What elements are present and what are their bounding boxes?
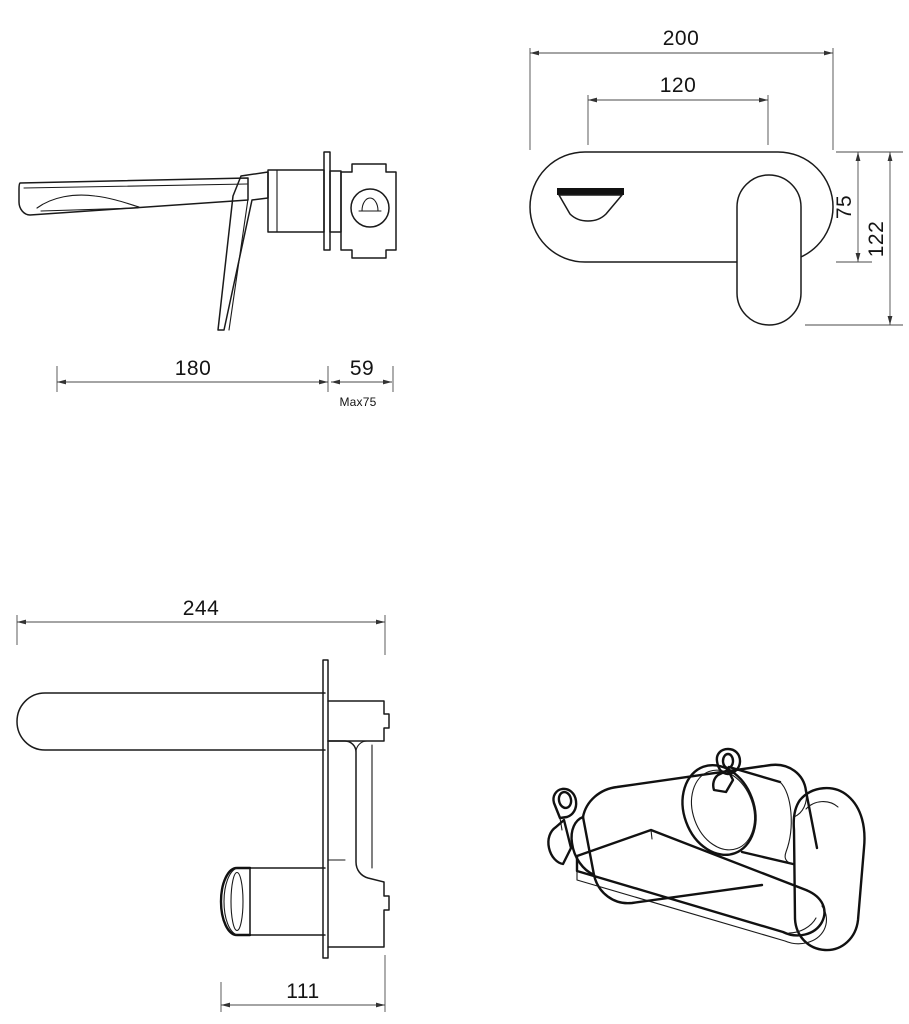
- dim-label-max75: Max75: [339, 395, 376, 409]
- view-side-elevation: [18, 151, 397, 331]
- plan-valve-body: [327, 700, 390, 948]
- dim-outlet-to-handle: 120: [587, 74, 769, 145]
- view-top-plan: [16, 659, 390, 959]
- side-valve-body: [340, 163, 397, 259]
- dim-wall-depth: 59: [331, 357, 392, 385]
- plan-handle: [219, 866, 326, 937]
- side-spout-riser: [217, 171, 269, 331]
- dim-spout-projection: 180: [57, 357, 328, 385]
- view-isometric: [547, 747, 866, 952]
- dimgroup-front-elevation: 200 120 75 122: [529, 27, 903, 326]
- side-wall-plate: [323, 151, 331, 251]
- dim-label-122: 122: [865, 221, 888, 258]
- dim-label-200: 200: [663, 27, 700, 50]
- front-handle: [736, 174, 802, 326]
- iso-spout-blade: [575, 828, 827, 945]
- dim-label-75: 75: [833, 195, 856, 219]
- dim-label-59: 59: [350, 357, 374, 380]
- iso-valve-boss: [681, 763, 795, 866]
- iso-handle: [792, 787, 866, 952]
- dim-handle-projection: 111: [220, 955, 386, 1012]
- dim-plate-width: 200: [529, 27, 834, 150]
- plan-wall-plate: [322, 659, 329, 959]
- dim-label-120: 120: [660, 74, 697, 97]
- plan-spout-body: [16, 692, 326, 751]
- dim-overall-height: 122: [805, 151, 903, 326]
- dim-plate-height: 75: [833, 151, 872, 263]
- dim-overall-length: 244: [16, 597, 386, 655]
- view-front-elevation: [529, 151, 834, 326]
- side-valve-sleeve: [267, 169, 325, 233]
- front-spout-outlet: [557, 188, 624, 222]
- dimgroup-top-plan: 244 111: [16, 597, 386, 1012]
- dim-label-180: 180: [175, 357, 212, 380]
- iso-mounting-tab-left: [547, 787, 578, 866]
- iso-mounting-tab-top: [712, 747, 742, 794]
- side-spout-body: [18, 177, 249, 216]
- side-plate-collar: [329, 170, 342, 233]
- dim-label-244: 244: [183, 597, 220, 620]
- dim-label-111: 111: [286, 980, 319, 1003]
- dimgroup-side-elevation: 180 59 Max75: [56, 357, 394, 409]
